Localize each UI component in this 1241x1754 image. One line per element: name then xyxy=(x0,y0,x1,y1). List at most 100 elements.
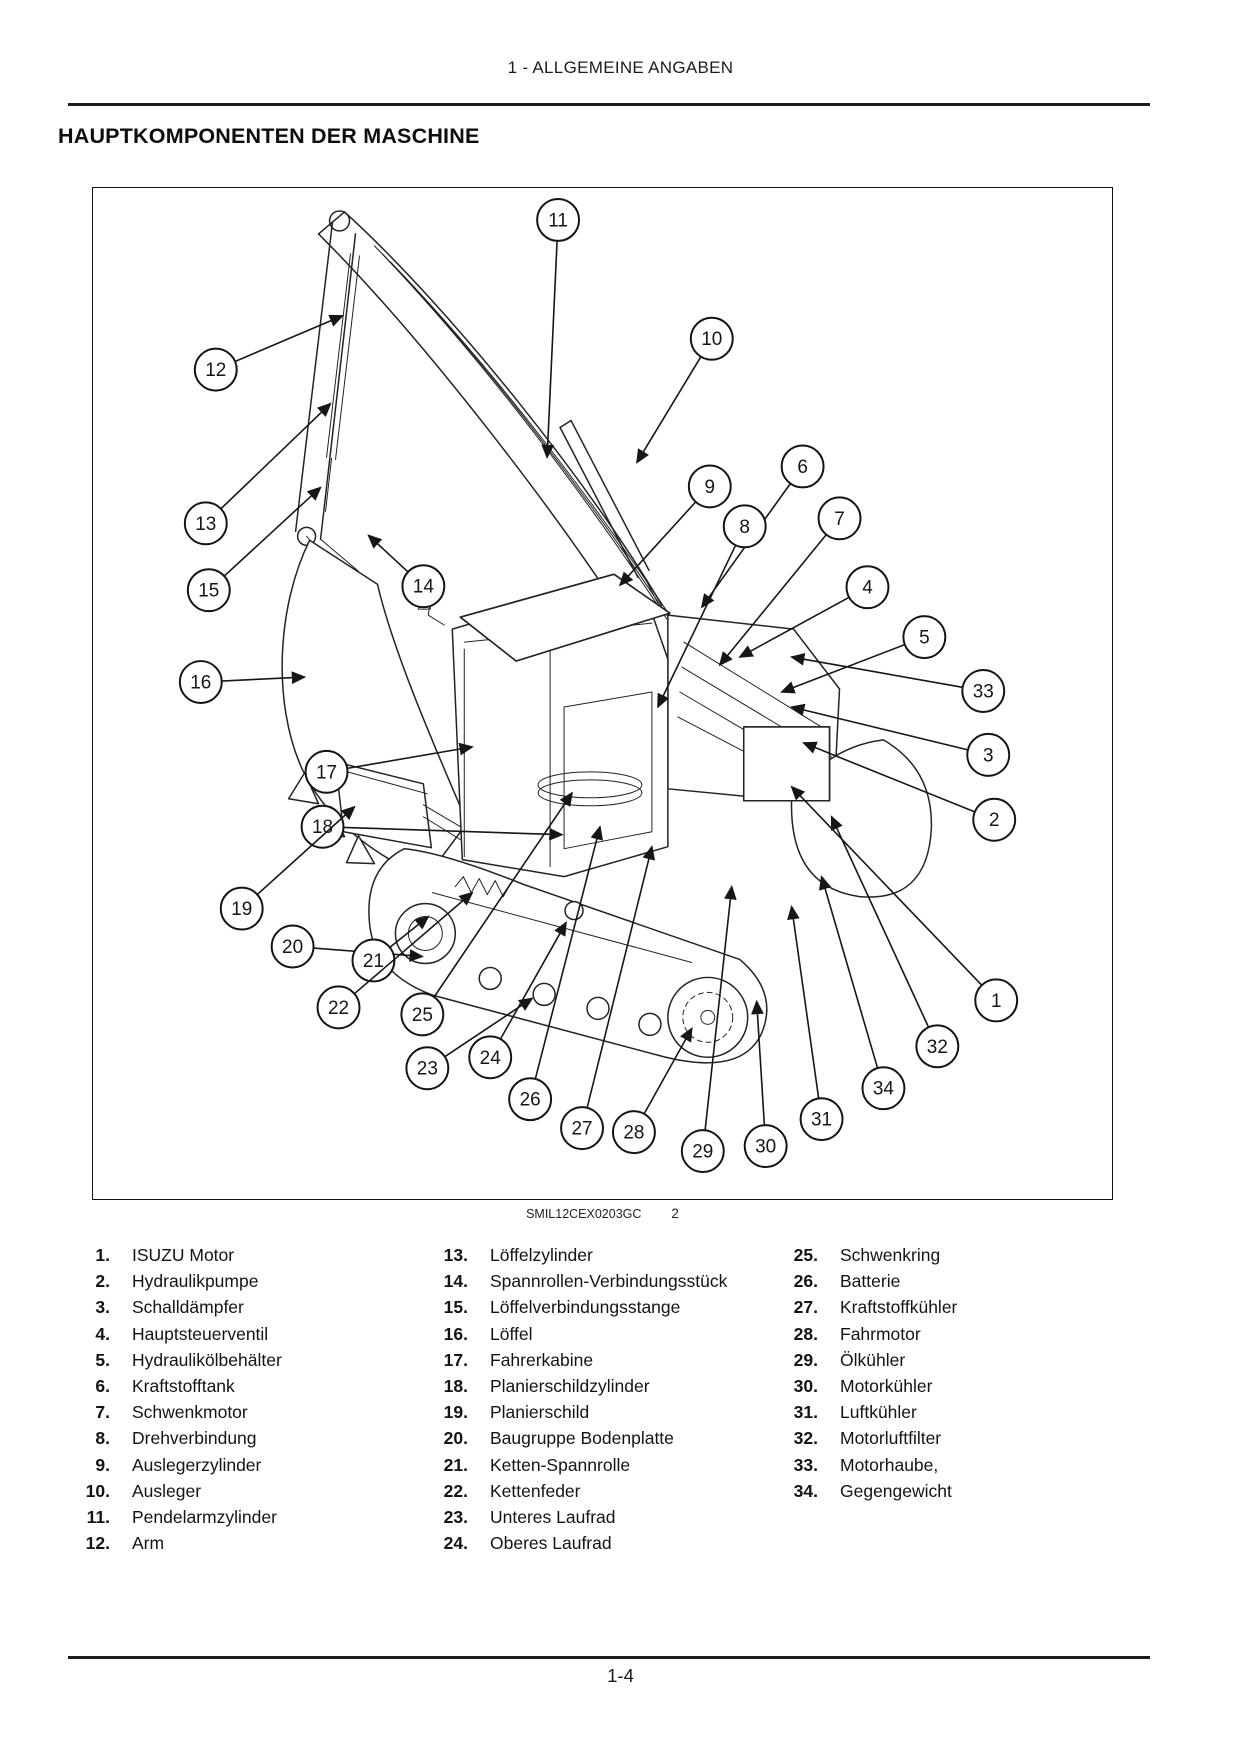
callout-14: 14 xyxy=(367,534,446,609)
page-title: HAUPTKOMPONENTEN DER MASCHINE xyxy=(58,124,480,148)
legend-item-label: Kraftstofftank xyxy=(132,1375,235,1396)
callout-31: 31 xyxy=(787,904,844,1142)
legend-item-label: Baugruppe Bodenplatte xyxy=(490,1428,674,1449)
legend-item: 10.Ausleger xyxy=(58,1478,410,1504)
callout-circle xyxy=(966,732,1011,777)
callout-circle xyxy=(799,1097,844,1142)
legend-item-number: 25. xyxy=(793,1245,818,1265)
legend-item-number: 33. xyxy=(793,1454,818,1475)
callout-leader-line xyxy=(790,653,963,689)
swing-ring xyxy=(537,771,643,807)
callout-number: 2 xyxy=(989,810,1000,831)
callout-leader-line xyxy=(343,826,564,841)
legend-item-label: Drehverbindung xyxy=(132,1428,257,1449)
legend-item: 25.Schwenkring xyxy=(766,1242,1112,1268)
legend-item: 23.Unteres Laufrad xyxy=(416,1504,762,1530)
callout-leader-line xyxy=(534,825,604,1080)
legend-item-number: 27. xyxy=(793,1297,818,1318)
callout-number: 12 xyxy=(205,360,226,381)
legend-item-number: 8. xyxy=(95,1428,110,1449)
callout-number: 32 xyxy=(927,1037,948,1058)
legend-item: 18.Planierschildzylinder xyxy=(416,1373,762,1399)
legend-item-number: 12. xyxy=(85,1533,110,1554)
callout-21: 21 xyxy=(351,915,430,983)
legend-item: 2. Hydraulikpumpe xyxy=(58,1268,410,1294)
legend-item-label: Fahrerkabine xyxy=(490,1349,594,1370)
callout-34: 34 xyxy=(819,875,906,1111)
legend-item: 31.Luftkühler xyxy=(766,1399,1112,1425)
legend-item: 26.Batterie xyxy=(766,1268,1112,1294)
callout-circle xyxy=(611,1110,656,1155)
callout-circle xyxy=(508,1077,553,1122)
footer-rule xyxy=(68,1656,1150,1659)
callout-16: 16 xyxy=(178,660,307,704)
legend-item-number: 28. xyxy=(793,1323,818,1344)
callout-circle xyxy=(560,1106,604,1151)
legend-item-number: 31. xyxy=(793,1402,818,1423)
callout-number: 23 xyxy=(417,1059,438,1080)
callout-1: 1 xyxy=(790,785,1019,1023)
legend-item-number: 16. xyxy=(443,1323,468,1344)
callout-30: 30 xyxy=(743,999,788,1169)
legend-item-number: 20. xyxy=(443,1428,468,1449)
legend-item: 28. Fahrmotor xyxy=(766,1321,1112,1347)
callout-layer: 1234567891011121314151617181920212223242… xyxy=(178,197,1019,1174)
legend-item-label: Motorhaube, xyxy=(840,1454,939,1475)
callout-number: 10 xyxy=(701,329,722,350)
callout-number: 29 xyxy=(692,1142,713,1163)
callout-12: 12 xyxy=(193,314,344,392)
legend-item-number: 9. xyxy=(95,1454,110,1475)
legend-item-label: Oberes Laufrad xyxy=(490,1533,612,1554)
legend-item: 3.Schalldämpfer xyxy=(58,1294,410,1320)
callout-11: 11 xyxy=(536,197,581,460)
callout-leader-line xyxy=(657,544,737,709)
legend-item-label: Fahrmotor xyxy=(840,1323,921,1344)
legend-item: 1.ISUZU Motor xyxy=(58,1242,410,1268)
legend-item-number: 32. xyxy=(793,1428,818,1449)
callout-leader-line xyxy=(223,486,322,577)
callout-circle xyxy=(974,978,1019,1023)
callout-circle xyxy=(689,316,734,361)
legend-item-label: Arm xyxy=(132,1533,165,1554)
callout-circle xyxy=(316,985,361,1030)
legend-item-label: Ketten-Spannrolle xyxy=(490,1454,631,1475)
callout-18: 18 xyxy=(300,804,564,849)
cab-roof xyxy=(459,573,671,662)
callout-9: 9 xyxy=(618,464,732,587)
page-number: 1-4 xyxy=(607,1665,634,1686)
callout-leader-line xyxy=(353,891,474,995)
callout-circle xyxy=(722,504,767,549)
legend-item-number: 2. xyxy=(95,1271,110,1292)
callout-leader-line xyxy=(787,904,820,1099)
callout-number: 13 xyxy=(195,514,216,535)
legend-item: 29.Ölkühler xyxy=(766,1347,1112,1373)
callout-leader-line xyxy=(234,314,344,363)
legend-item: 30.Motorkühler xyxy=(766,1373,1112,1399)
callout-leader-line xyxy=(819,875,879,1069)
legend-item-number: 17. xyxy=(443,1349,468,1370)
legend-item: 16.Löffel xyxy=(416,1321,762,1347)
callout-circle xyxy=(351,938,396,983)
legend-item-label: Hauptsteuerventil xyxy=(132,1323,269,1344)
legend-item-number: 23. xyxy=(443,1506,468,1527)
legend-item-label: Hydraulikölbehälter xyxy=(132,1349,282,1370)
callout-number: 4 xyxy=(862,578,873,599)
callout-circle xyxy=(961,669,1006,713)
legend-item-number: 1. xyxy=(95,1245,110,1265)
legend-item-label: Hydraulikpumpe xyxy=(132,1271,259,1292)
legend-item-label: Ausleger xyxy=(132,1480,202,1501)
callout-number: 26 xyxy=(520,1090,541,1111)
callout-17: 17 xyxy=(304,742,474,794)
legend-item: 19.Planierschild xyxy=(416,1399,762,1425)
callout-32: 32 xyxy=(830,815,960,1069)
legend-item-label: Gegengewicht xyxy=(840,1480,952,1501)
callout-circle xyxy=(400,992,445,1037)
figure-code: SMIL12CEX0203GC xyxy=(526,1207,642,1221)
legend-item: 33. Motorhaube, xyxy=(766,1452,1112,1478)
bucket-cylinder xyxy=(306,253,360,580)
boom-cylinder xyxy=(559,419,659,604)
callout-circle xyxy=(780,444,825,489)
callout-8: 8 xyxy=(657,504,767,709)
callout-leader-line xyxy=(541,240,558,460)
